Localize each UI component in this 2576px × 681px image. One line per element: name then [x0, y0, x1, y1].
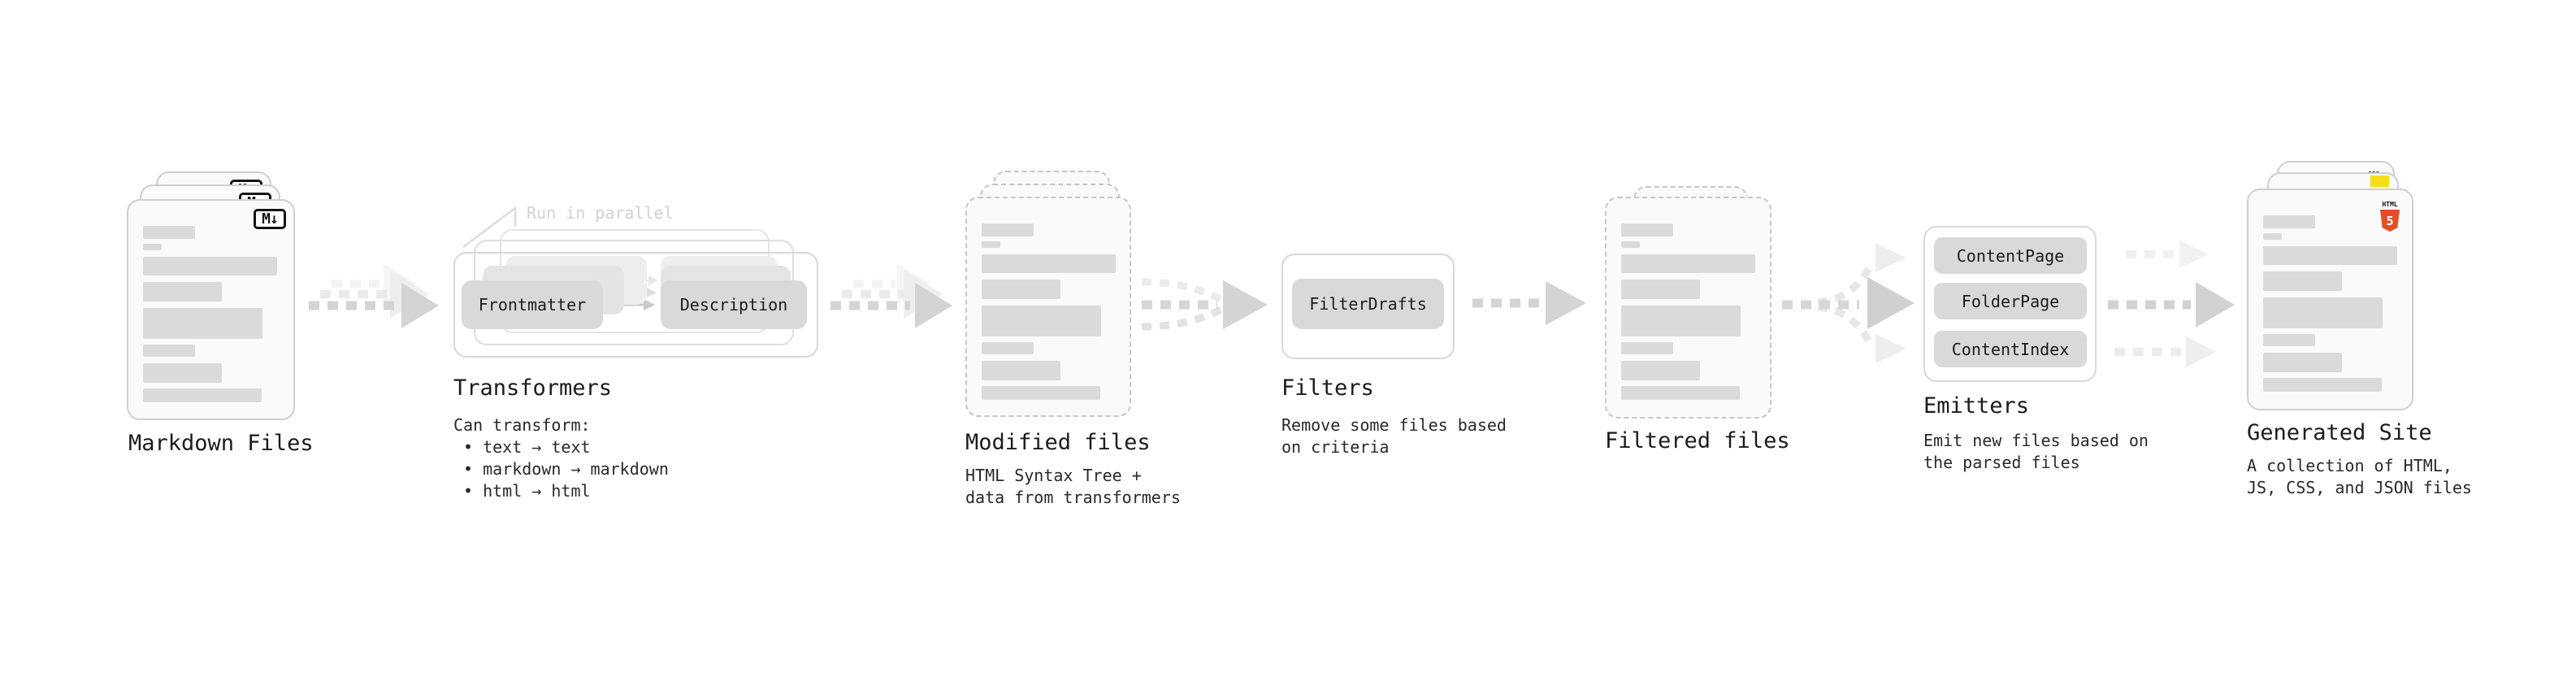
run-in-parallel-leader-line [462, 206, 517, 248]
skeleton-bar [1621, 280, 1700, 299]
skeleton-bar [2263, 297, 2383, 328]
transformers-note: Can transform: [453, 415, 591, 435]
markdown-icon: M↓ [254, 209, 286, 229]
pill-contentpage: ContentPage [1934, 237, 2087, 274]
arrow-transformers-to-modified [830, 263, 952, 328]
skeleton-bar [143, 257, 277, 275]
skeleton-bar [2263, 246, 2397, 265]
modified-note: HTML Syntax Tree + [965, 466, 1142, 485]
filters-note: Remove some files based [1281, 415, 1507, 435]
stage-title-transformers: Transformers [453, 375, 613, 401]
stage-title-generated: Generated Site [2247, 420, 2432, 445]
arrow-emitters-to-generated [2108, 241, 2235, 367]
skeleton-bar [143, 363, 222, 383]
generated-note: JS, CSS, and JSON files [2247, 478, 2472, 497]
html5-icon-label: HTML [2382, 201, 2398, 208]
filters-box [1281, 254, 1455, 359]
filters-note: on criteria [1281, 437, 1390, 457]
skeleton-bar [2263, 215, 2315, 228]
emitters-box [1923, 226, 2097, 382]
skeleton-bar [143, 345, 195, 357]
markdown-page-front: M↓ [127, 199, 295, 420]
stage-title-filters: Filters [1281, 375, 1374, 401]
arrow-markdown-to-transformers [309, 263, 439, 328]
generated-page-html: HTML 5 [2247, 189, 2413, 410]
skeleton-bar [982, 254, 1116, 273]
skeleton-bar [982, 386, 1100, 400]
arrow-filters-to-filtered [1472, 281, 1586, 325]
stage-title-filtered: Filtered files [1605, 428, 1790, 453]
pill-filterdrafts: FilterDrafts [1292, 279, 1444, 329]
arrow-modified-to-filters [1141, 278, 1268, 331]
skeleton-bar [2263, 271, 2342, 291]
transformers-note: • markdown → markdown [463, 459, 669, 479]
html5-shield: 5 [2380, 210, 2400, 232]
skeleton-bar [982, 223, 1034, 236]
run-in-parallel-label: Run in parallel [527, 203, 674, 223]
skeleton-bar [2263, 378, 2382, 392]
generated-note: A collection of HTML, [2247, 456, 2452, 475]
filtered-page-front [1605, 197, 1772, 419]
transformers-note: • text → text [463, 437, 591, 457]
pill-description: Description [661, 280, 807, 329]
modified-page-front [965, 197, 1131, 417]
transformers-note: • html → html [463, 481, 591, 501]
skeleton-bar [1621, 361, 1700, 380]
skeleton-bar [143, 226, 195, 239]
skeleton-bar [143, 388, 262, 402]
stage-title-markdown: Markdown Files [128, 431, 314, 456]
stage-title-modified: Modified files [965, 430, 1151, 455]
modified-note: data from transformers [965, 488, 1181, 507]
skeleton-bar [982, 306, 1101, 336]
skeleton-bar [2263, 334, 2315, 346]
stage-title-emitters: Emitters [1923, 393, 2030, 419]
transformers-box-front [453, 252, 818, 358]
skeleton-bar [982, 280, 1060, 299]
html5-icon: HTML 5 [2380, 194, 2400, 232]
skeleton-bar [1621, 386, 1740, 400]
skeleton-bar [982, 361, 1060, 380]
skeleton-bar [2263, 233, 2282, 240]
javascript-icon [2370, 176, 2389, 187]
skeleton-bar [1621, 241, 1640, 248]
pill-contentindex: ContentIndex [1934, 331, 2087, 367]
skeleton-bar [143, 282, 222, 301]
emitters-note: Emit new files based on [1923, 431, 2149, 450]
skeleton-bar [2263, 353, 2342, 372]
emitters-note: the parsed files [1923, 453, 2080, 472]
skeleton-bar [143, 308, 262, 339]
skeleton-bar [1621, 254, 1755, 273]
skeleton-bar [1621, 342, 1673, 354]
skeleton-bar [1621, 306, 1741, 336]
pill-frontmatter: Frontmatter [462, 280, 603, 329]
pill-folderpage: FolderPage [1934, 283, 2087, 319]
skeleton-bar [143, 244, 162, 250]
skeleton-bar [1621, 223, 1673, 236]
skeleton-bar [982, 342, 1034, 354]
arrow-filtered-to-emitters [1782, 243, 1915, 363]
skeleton-bar [982, 241, 1000, 248]
